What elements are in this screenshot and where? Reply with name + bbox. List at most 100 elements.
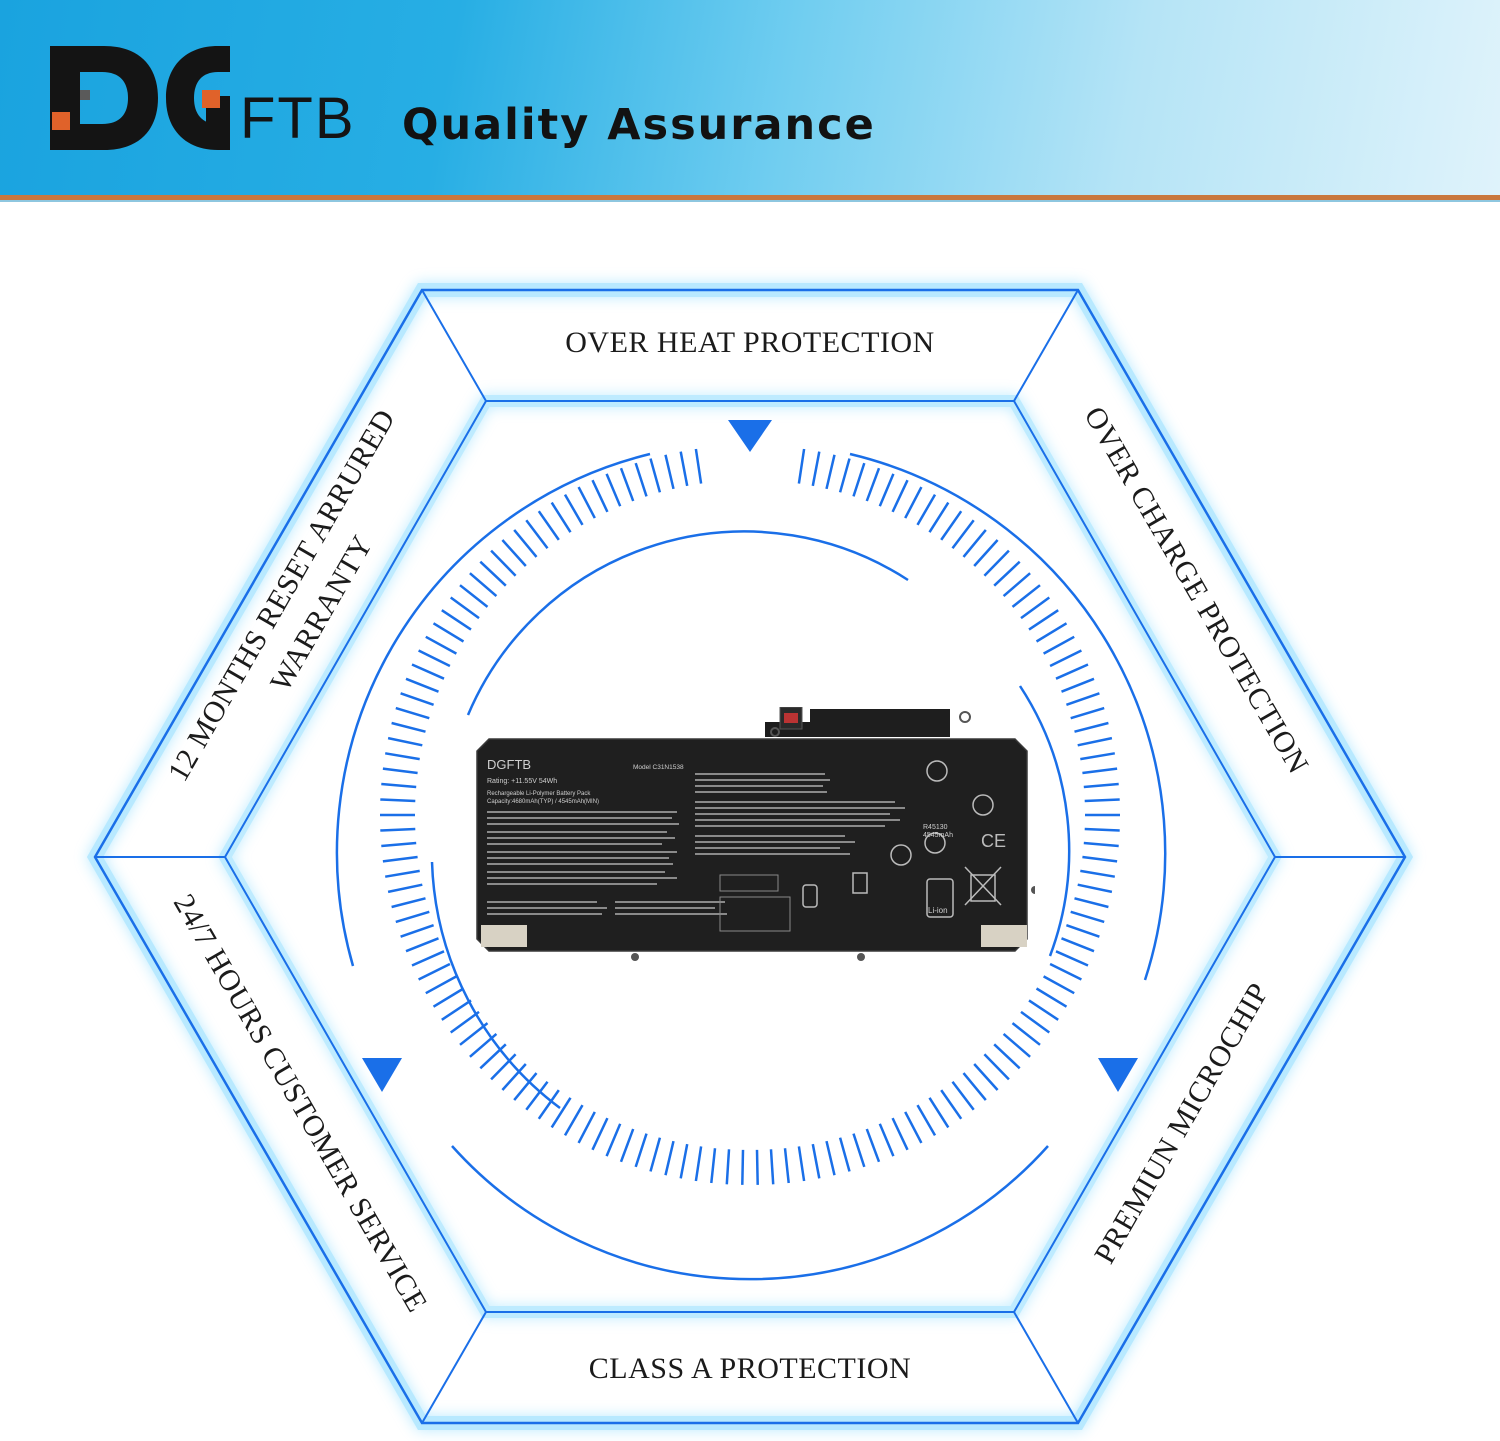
ring-tick: [1011, 1022, 1041, 1046]
ring-tick: [741, 1149, 745, 1185]
ring-tick: [1061, 937, 1095, 953]
ring-tick: [904, 1111, 923, 1144]
ring-tick: [1082, 767, 1118, 775]
ring-tick: [878, 1123, 895, 1157]
ring-tick: [962, 1072, 987, 1101]
ring-tick: [1084, 827, 1120, 832]
ring-tick: [664, 454, 675, 490]
header-divider-shadow: [0, 200, 1500, 202]
ring-tick: [1061, 677, 1095, 693]
battery-brand: DGFTB: [487, 757, 531, 772]
ring-tick: [432, 622, 465, 643]
ring-tick: [1070, 706, 1105, 720]
ring-tick: [852, 462, 866, 497]
ring-tick: [951, 519, 975, 549]
ring-tick: [384, 752, 420, 761]
ring-tick: [449, 1010, 480, 1034]
ring-tick: [1020, 596, 1051, 620]
ring-tick: [1020, 1010, 1051, 1034]
radial-tick-ring: [380, 448, 1120, 1185]
ring-tick: [1028, 999, 1059, 1021]
ring-tick: [381, 782, 417, 789]
ring-tick: [605, 1123, 622, 1157]
ring-tick: [537, 510, 560, 541]
ring-tick: [405, 937, 439, 953]
ring-tick: [710, 1148, 717, 1184]
ring-tick: [1011, 584, 1041, 608]
ring-tick: [418, 649, 451, 668]
ring-tick: [513, 1072, 538, 1101]
ring-tick: [387, 736, 423, 747]
ring-tick: [1035, 987, 1068, 1008]
ring-tick: [525, 519, 549, 549]
ring-tick: [1055, 663, 1089, 680]
ring-tick: [425, 975, 458, 995]
ring-tick: [479, 1043, 507, 1070]
ring-tick: [513, 529, 538, 558]
ring-tick: [479, 560, 507, 587]
ring-tick: [962, 529, 987, 558]
ring-tick: [425, 635, 458, 655]
ring-tick: [1049, 962, 1082, 981]
battery-cell-type: Li-ion: [928, 906, 948, 915]
ring-tick: [591, 1117, 609, 1151]
ring-tick: [1077, 736, 1113, 747]
ring-tick: [501, 1063, 527, 1091]
ring-arcs: [335, 452, 1167, 1281]
ring-tick: [1074, 897, 1109, 909]
ring-tick: [395, 910, 430, 924]
ring-tick: [797, 448, 806, 484]
ring-tick: [973, 539, 999, 567]
ring-tick: [951, 1081, 975, 1111]
ring-tick: [928, 1097, 950, 1129]
ring-tick: [501, 539, 527, 567]
ring-tick: [400, 924, 435, 938]
ring-tick: [391, 897, 426, 909]
marker-triangle-left: [362, 1058, 402, 1092]
ring-tick: [940, 510, 963, 541]
ring-tick: [418, 962, 451, 981]
ring-tick: [441, 999, 472, 1021]
marker-triangle-right: [1098, 1058, 1138, 1092]
label-class-a-protection: CLASS A PROTECTION: [589, 1352, 911, 1385]
ring-tick: [811, 451, 821, 487]
ring-tick: [983, 549, 1010, 577]
ring-tick: [865, 1128, 881, 1163]
ring-tick: [811, 1143, 821, 1179]
ring-tick: [605, 473, 622, 507]
ring-tick: [916, 493, 937, 526]
ring-tick: [432, 987, 465, 1008]
battery-rating: Rating: +11.55V 54Wh: [487, 778, 557, 785]
ring-tick: [411, 950, 445, 967]
ring-tick: [1083, 782, 1119, 789]
ring-tick: [490, 549, 517, 577]
ring-tick: [391, 721, 426, 733]
ring-tick: [664, 1140, 675, 1176]
ring-tick: [459, 584, 489, 608]
label-customer-service: 24/7 HOURS CUSTOMER SERVICE: [167, 889, 434, 1318]
ring-tick: [649, 1137, 662, 1172]
ring-tick: [405, 677, 439, 693]
ring-tick: [619, 1128, 635, 1163]
ring-tick: [380, 827, 416, 832]
ring-tick: [1065, 924, 1100, 938]
ring-tick: [1074, 721, 1109, 733]
ring-tick: [928, 501, 950, 533]
header-divider: [0, 195, 1500, 200]
ring-tick: [1055, 950, 1089, 967]
ring-tick: [679, 451, 689, 487]
ring-tick: [983, 1053, 1010, 1081]
ring-tick: [1035, 622, 1068, 643]
label-over-heat-protection: OVER HEAT PROTECTION: [565, 326, 934, 359]
ring-tick: [441, 609, 472, 631]
ring-tick: [973, 1063, 999, 1091]
ring-tick: [469, 572, 498, 598]
ring-tick: [1028, 609, 1059, 631]
ring-tick: [577, 1111, 596, 1144]
ring-tick: [1084, 798, 1120, 803]
ring-tick: [838, 1137, 851, 1172]
ring-tick: [725, 1149, 731, 1185]
ring-tick: [449, 596, 480, 620]
ring-tick: [1065, 692, 1100, 706]
